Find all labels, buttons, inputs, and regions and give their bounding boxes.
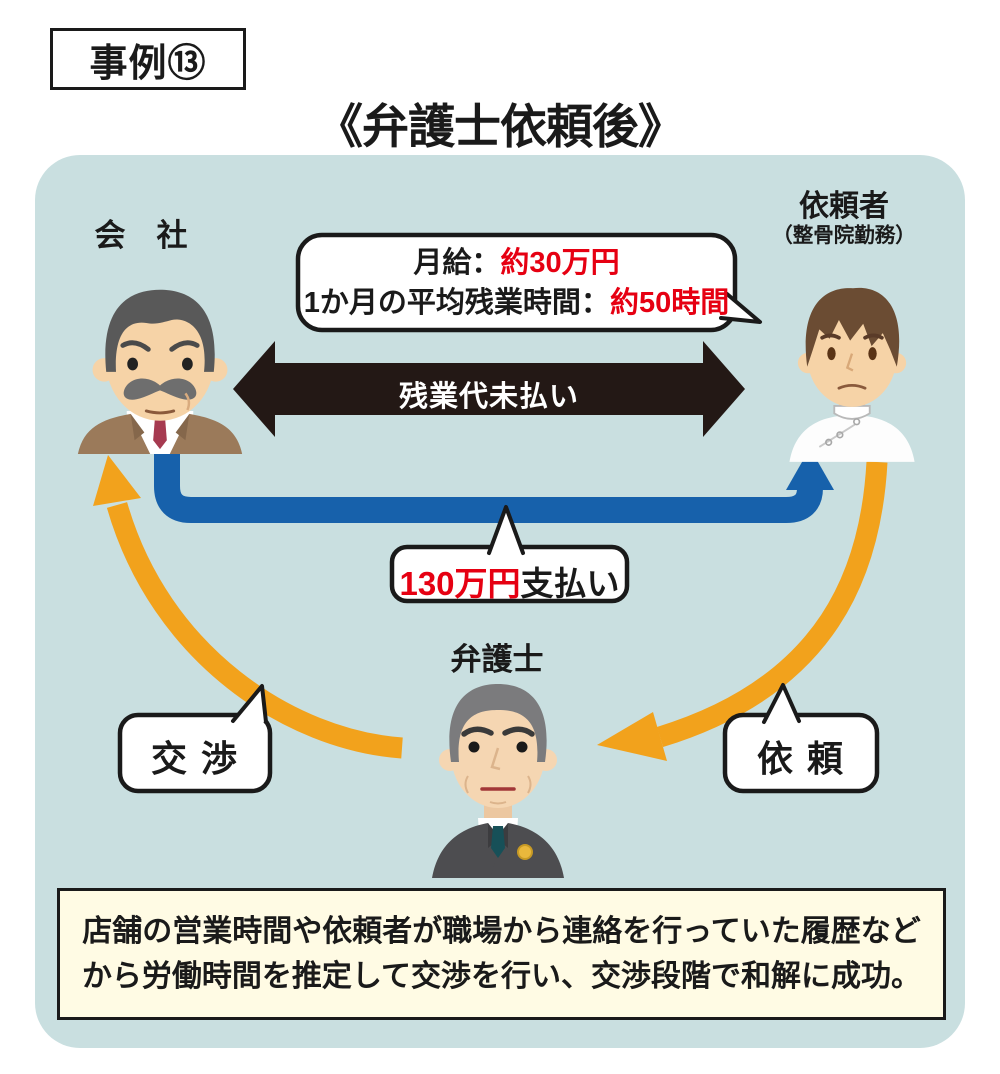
case-badge-label: 事例⑬ [89,42,207,85]
result-note-line1: 店舗の営業時間や依頼者が職場から連絡を行っていた履歴など [82,915,921,948]
unpaid-overtime-label: 残業代未払い [398,381,579,413]
negotiation-label: 交 渉 [150,738,239,779]
client-avatar [789,287,915,462]
page-title: 《弁護士依頼後》 [316,100,685,153]
request-label: 依 頼 [756,738,845,779]
result-note: 店舗の営業時間や依頼者が職場から連絡を行っていた履歴など から労働時間を推定して… [57,888,946,1020]
lawyer-label: 弁護士 [450,642,544,677]
client-label-main: 依頼者 [799,190,889,223]
client-label: 依頼者 （整骨院勤務） [744,190,944,248]
case-badge: 事例⑬ [50,28,246,90]
info-bubble-text: 月給：約30万円 1か月の平均残業時間：約50時間 [298,243,735,323]
info-line-salary: 月給：約30万円 [413,247,620,279]
company-avatar [77,289,243,454]
info-line-overtime: 1か月の平均残業時間：約50時間 [303,287,730,319]
payment-label: 130万円支払い [399,565,620,602]
client-label-sub: （整骨院勤務） [772,224,916,247]
lawyer-avatar [432,684,564,878]
result-note-line2: から労働時間を推定して交渉を行い、交渉段階で和解に成功。 [81,960,922,993]
company-label: 会 社 [94,218,188,253]
